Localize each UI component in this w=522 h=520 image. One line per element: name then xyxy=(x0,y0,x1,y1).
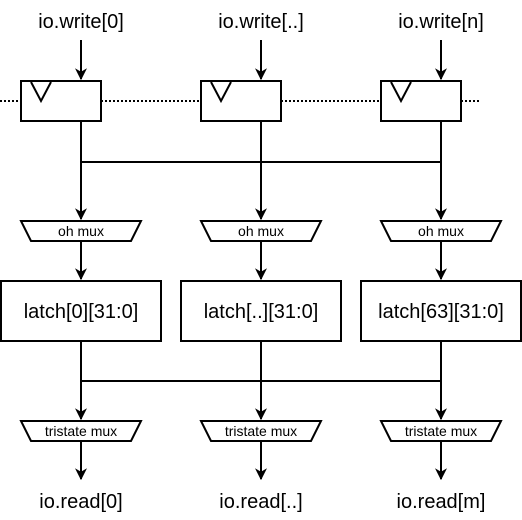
write-port-label: io.write[0] xyxy=(38,11,124,33)
latch-label: latch[0][31:0] xyxy=(24,301,139,323)
tristate-mux-shape xyxy=(19,420,143,442)
oh-mux-label: oh mux xyxy=(418,223,464,239)
oh-mux-label: oh mux xyxy=(238,223,284,239)
column-0: io.write[0] oh mux latch[0][31:0] trista… xyxy=(0,11,162,513)
read-port-label: io.read[m] xyxy=(397,491,486,513)
latch-box xyxy=(180,280,342,342)
tristate-mux-label: tristate mux xyxy=(225,423,297,439)
oh-mux-shape xyxy=(19,220,143,242)
latch-label: latch[..][31:0] xyxy=(204,301,319,323)
tristate-mux-shape xyxy=(379,420,503,442)
tristate-mux-label: tristate mux xyxy=(405,423,477,439)
clock-edge-icon xyxy=(30,81,52,104)
column-1: io.write[..] oh mux latch[..][31:0] tris… xyxy=(180,11,342,513)
tristate-mux-label: tristate mux xyxy=(45,423,117,439)
clock-edge-icon xyxy=(390,81,412,104)
oh-mux-label: oh mux xyxy=(58,223,104,239)
oh-mux-shape xyxy=(379,220,503,242)
write-port-label: io.write[n] xyxy=(398,11,484,33)
clock-edge-icon xyxy=(210,81,232,104)
latch-label: latch[63][31:0] xyxy=(378,301,504,323)
tristate-mux-shape xyxy=(199,420,323,442)
column-2: io.write[n] oh mux latch[63][31:0] trist… xyxy=(360,11,522,513)
oh-mux-shape xyxy=(199,220,323,242)
write-port-label: io.write[..] xyxy=(218,11,304,33)
read-port-label: io.read[..] xyxy=(219,491,302,513)
read-port-label: io.read[0] xyxy=(39,491,122,513)
